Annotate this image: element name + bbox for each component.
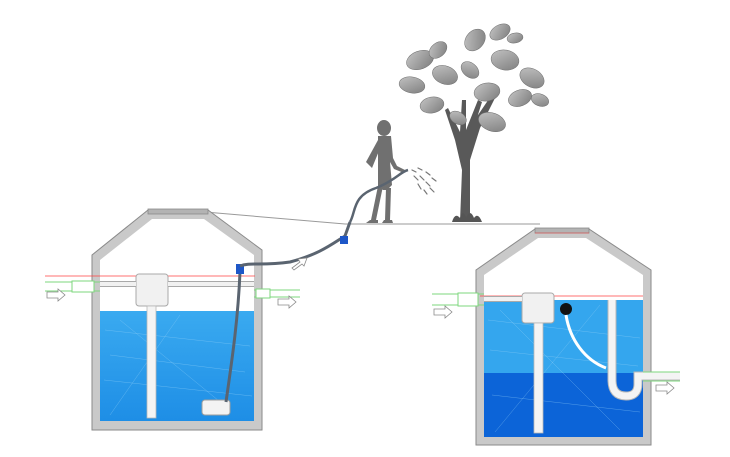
left-filter (135, 273, 169, 307)
tree-leaves (398, 23, 549, 132)
tree-trunk (445, 90, 498, 222)
suction-float (560, 303, 572, 315)
tree (398, 23, 549, 222)
right-inflow-arrow-icon (433, 305, 453, 319)
right-inlet-coupling (457, 292, 479, 307)
hose-fitting-ground (340, 236, 348, 244)
left-tank (45, 208, 352, 431)
hose-to-person (348, 168, 409, 223)
right-tank (432, 227, 680, 446)
inflow-arrow-icon (46, 288, 66, 302)
left-filter-downpipe (146, 305, 157, 419)
left-pump-hose (224, 271, 242, 403)
left-pump (201, 399, 231, 416)
right-tank-water-lower (484, 373, 643, 437)
right-outflow-arrow-icon (655, 381, 675, 395)
right-filter (521, 292, 555, 324)
right-water-ripples (487, 304, 641, 433)
garden-hose (239, 221, 352, 268)
right-tank-lid (534, 227, 590, 234)
outflow-arrow-icon (277, 295, 297, 309)
left-inlet-coupling (71, 280, 95, 293)
right-filter-downpipe (533, 322, 544, 434)
hose-fitting-tank (236, 264, 244, 274)
ground-line (204, 211, 540, 225)
left-tank-lid (147, 208, 209, 215)
left-water-ripples (103, 314, 253, 416)
hose-flow-arrow-icon (291, 257, 308, 271)
water-spray-icon (411, 167, 437, 195)
person-silhouette (366, 120, 405, 223)
suction-hose (564, 314, 607, 370)
